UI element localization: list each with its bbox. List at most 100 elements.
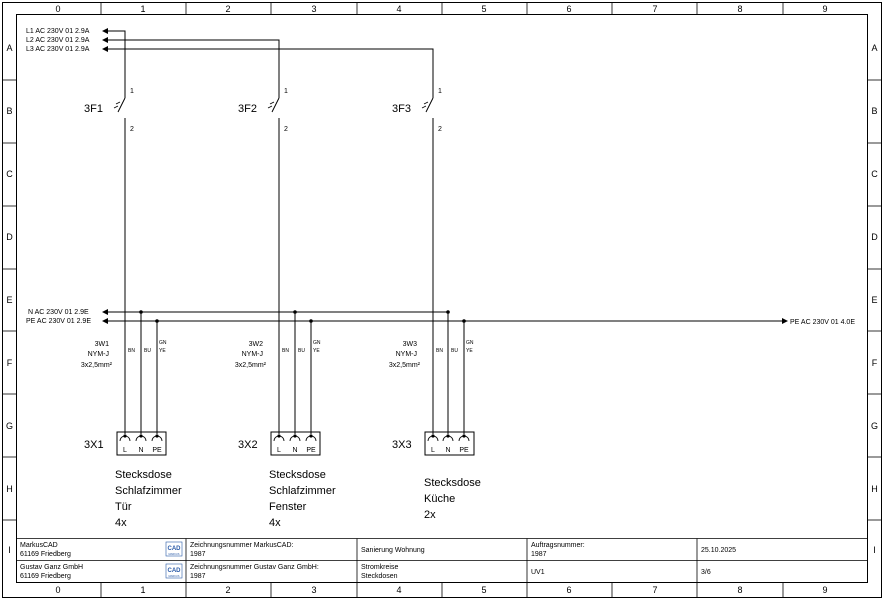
breaker-pin-top: 1 <box>130 88 134 95</box>
col-label-top: 4 <box>396 4 401 14</box>
pe-out-label: PE AC 230V 01 4.0E <box>790 319 855 326</box>
switch-contact-icon <box>271 97 280 113</box>
svg-text:MARKUS: MARKUS <box>168 552 179 556</box>
sheet-title-line1: Stromkreise <box>361 564 398 571</box>
terminal-l: L <box>431 447 435 454</box>
col-label-bottom: 3 <box>311 585 316 595</box>
svg-text:MARKUS: MARKUS <box>168 574 179 578</box>
terminal-pe: PE <box>306 447 316 454</box>
arrow-left-icon <box>102 37 108 43</box>
row-label-right: H <box>871 484 878 494</box>
cable-section: 3x2,5mm² <box>81 362 113 369</box>
col-label-bottom: 2 <box>225 585 230 595</box>
socket-desc: Küche <box>424 493 455 505</box>
terminal-icon <box>427 434 470 442</box>
core-bn: BN <box>282 348 289 354</box>
project-name: Sanierung Wohnung <box>361 547 425 554</box>
terminal-l: L <box>277 447 281 454</box>
row-header-right: A B C D E F G H I <box>867 43 882 555</box>
terminal-icon <box>273 434 317 442</box>
order-number: 1987 <box>531 551 547 558</box>
breaker-label: 3F2 <box>238 103 257 115</box>
svg-text:CAD: CAD <box>168 568 182 574</box>
row-label-right: B <box>871 106 877 116</box>
wire-l3 <box>108 48 434 84</box>
sheet-title-line2: Steckdosen <box>361 573 398 580</box>
terminal-n: N <box>445 447 450 454</box>
company1-name: MarkusCAD <box>20 542 58 549</box>
socket-desc: Stecksdose <box>269 469 326 481</box>
row-label-right: C <box>871 169 878 179</box>
arrow-left-icon <box>102 309 108 315</box>
phase-label-l3: L3 AC 230V 01 2.9A <box>26 46 90 53</box>
cable-section: 3x2,5mm² <box>389 362 421 369</box>
col-label-top: 6 <box>566 4 571 14</box>
column-header-top: 0 1 2 3 4 5 6 7 8 9 <box>55 2 828 15</box>
cable-id: 3W1 <box>95 341 110 348</box>
socket-desc: Stecksdose <box>115 469 172 481</box>
col-label-bottom: 1 <box>140 585 145 595</box>
socket-label: 3X1 <box>84 439 104 451</box>
breaker-pin-top: 1 <box>438 88 442 95</box>
col-label-top: 0 <box>55 4 60 14</box>
breaker-pin-bottom: 2 <box>438 126 442 133</box>
wire-l2 <box>108 39 280 84</box>
row-label-right: I <box>873 545 876 555</box>
socket-terminal-box <box>270 431 321 456</box>
title-block: MarkusCAD 61169 Friedberg Gustav Ganz Gm… <box>16 538 868 583</box>
row-label-left: H <box>6 484 13 494</box>
row-label-right: G <box>871 421 878 431</box>
socket-desc: 4x <box>115 517 127 529</box>
col-label-bottom: 4 <box>396 585 401 595</box>
order-label: Auftragsnummer: <box>531 542 585 549</box>
breaker-pin-bottom: 2 <box>284 126 288 133</box>
cable-id: 3W2 <box>249 341 264 348</box>
col-label-top: 3 <box>311 4 316 14</box>
pe-bus-label: PE AC 230V 01 2.9E <box>26 318 91 325</box>
breaker-label: 3F3 <box>392 103 411 115</box>
breaker-3F3: 3F3 1 2 <box>392 84 442 330</box>
core-bn: BN <box>128 348 135 354</box>
col-label-bottom: 0 <box>55 585 60 595</box>
row-label-right: D <box>871 232 878 242</box>
socket-label: 3X3 <box>392 439 412 451</box>
terminal-pe: PE <box>152 447 162 454</box>
row-label-right: E <box>871 295 877 305</box>
socket-desc: Stecksdose <box>424 477 481 489</box>
drawing-no-label-2: Zeichnungsnummer Gustav Ganz GmbH: <box>190 564 319 571</box>
col-label-bottom: 8 <box>737 585 742 595</box>
svg-text:CAD: CAD <box>168 546 182 552</box>
col-label-bottom: 6 <box>566 585 571 595</box>
row-label-left: F <box>7 358 13 368</box>
socket-terminal-box <box>116 431 167 456</box>
drawing-no-1: 1987 <box>190 551 206 558</box>
row-label-left: A <box>6 43 12 53</box>
drawing-no-2: 1987 <box>190 573 206 580</box>
core-gn: GN <box>466 340 474 346</box>
breaker-label: 3F1 <box>84 103 103 115</box>
cad-logo-icon: CAD MARKUS <box>165 563 183 579</box>
socket-label: 3X2 <box>238 439 258 451</box>
circuit-1: 3W1 NYM-J 3x2,5mm² BN BU GN YE 3X1 L N P… <box>81 312 182 529</box>
arrow-right-icon <box>782 318 788 324</box>
core-bu: BU <box>144 348 151 354</box>
core-bu: BU <box>451 348 458 354</box>
arrow-left-icon <box>102 28 108 34</box>
cable-section: 3x2,5mm² <box>235 362 267 369</box>
core-bn: BN <box>436 348 443 354</box>
arrow-left-icon <box>102 318 108 324</box>
socket-desc: Schlafzimmer <box>269 485 336 497</box>
socket-desc: Tür <box>115 501 132 513</box>
switch-contact-icon <box>117 97 126 113</box>
core-ye: YE <box>159 348 166 354</box>
col-label-bottom: 9 <box>822 585 827 595</box>
row-label-right: F <box>872 358 878 368</box>
switch-contact-icon <box>425 97 434 113</box>
socket-terminal-box <box>424 431 475 456</box>
col-label-top: 5 <box>481 4 486 14</box>
socket-desc: 4x <box>269 517 281 529</box>
terminal-icon <box>119 434 163 442</box>
n-pe-bus: N AC 230V 01 2.9E PE AC 230V 01 2.9E PE … <box>26 309 855 326</box>
